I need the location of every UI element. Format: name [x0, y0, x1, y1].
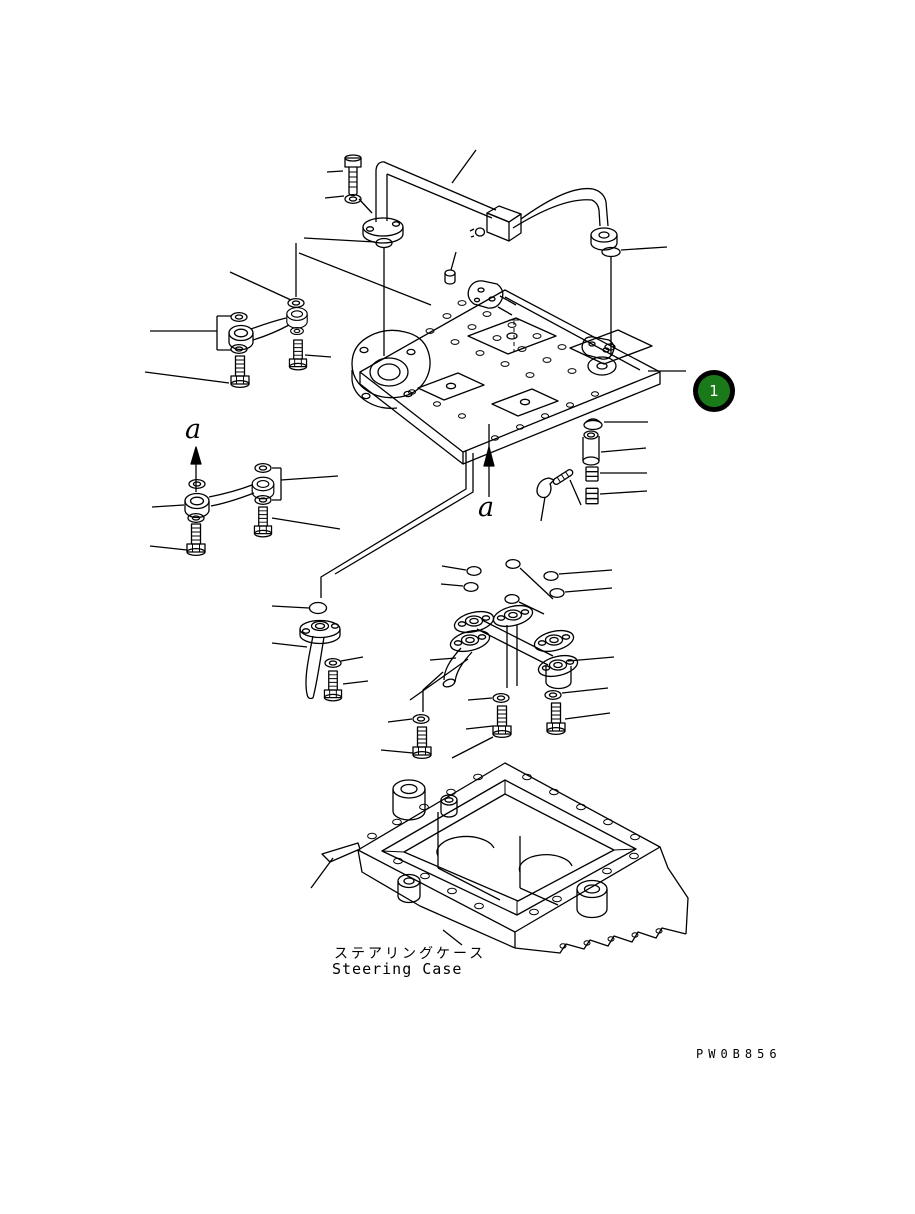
manifold-drawing: [380, 601, 615, 760]
suction-pipe-drawing: [299, 601, 369, 702]
callout-balloon[interactable]: 1: [693, 370, 735, 412]
pipe-assembly-drawing: [303, 149, 668, 356]
valve-parts-drawing: [536, 418, 648, 522]
section-label-a-upper: a: [185, 414, 202, 445]
case-label-english: Steering Case: [332, 960, 463, 978]
oring-set-drawing: [440, 558, 613, 615]
leader-lines: [271, 450, 474, 648]
section-arrow-lower: [483, 424, 495, 497]
upper-link-drawing: [144, 243, 432, 389]
section-label-a-lower: a: [478, 492, 495, 523]
callout-number: 1: [709, 382, 719, 400]
steering-case-drawing: [310, 762, 689, 954]
case-label-japanese: ステアリングケース: [334, 946, 487, 962]
drawing-code: PW0B856: [696, 1047, 782, 1061]
control-valve-drawing: [351, 251, 686, 465]
lower-link-drawing: [149, 446, 341, 557]
